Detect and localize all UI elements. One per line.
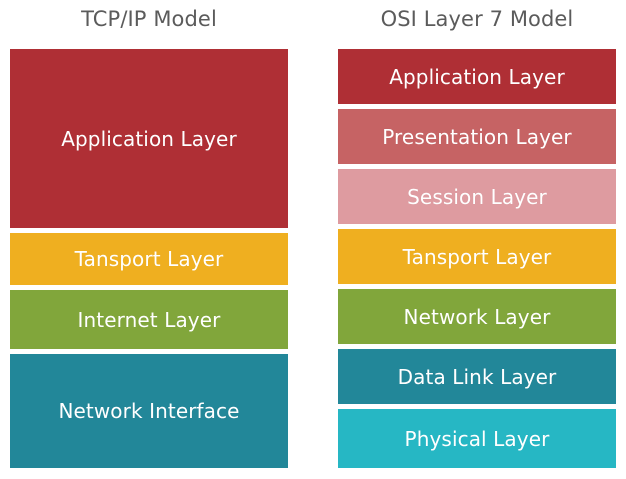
- tcpip-layer-label: Network Interface: [58, 399, 240, 423]
- tcpip-layer-label: Application Layer: [61, 126, 237, 151]
- osi-layer-label: Physical Layer: [404, 426, 550, 451]
- tcpip-layer-2[interactable]: Internet Layer: [10, 290, 288, 349]
- osi-layer-1[interactable]: Presentation Layer: [338, 109, 616, 164]
- osi-layer-6[interactable]: Physical Layer: [338, 409, 616, 468]
- tcpip-layer-0[interactable]: Application Layer: [10, 49, 288, 228]
- tcpip-layer-1[interactable]: Tansport Layer: [10, 233, 288, 285]
- osi-layer-4[interactable]: Network Layer: [338, 289, 616, 344]
- osi-layer-2[interactable]: Session Layer: [338, 169, 616, 224]
- osi-layer-3[interactable]: Tansport Layer: [338, 229, 616, 284]
- osi-layer-label: Data Link Layer: [397, 364, 557, 389]
- tcpip-layer-label: Internet Layer: [77, 307, 221, 332]
- osi-layer-label: Application Layer: [389, 64, 565, 89]
- osi-layer-5[interactable]: Data Link Layer: [338, 349, 616, 404]
- osi-layer-label: Session Layer: [407, 184, 547, 209]
- tcpip-layer-label: Tansport Layer: [74, 247, 224, 271]
- osi-layer-label: Network Layer: [403, 304, 551, 329]
- tcpip-layer-3[interactable]: Network Interface: [10, 354, 288, 468]
- osi-layer-label: Tansport Layer: [402, 244, 552, 269]
- osi-layer-0[interactable]: Application Layer: [338, 49, 616, 104]
- osi-model-title: OSI Layer 7 Model: [380, 7, 574, 31]
- osi-layer-label: Presentation Layer: [382, 124, 572, 149]
- tcpip-model-title: TCP/IP Model: [81, 7, 217, 31]
